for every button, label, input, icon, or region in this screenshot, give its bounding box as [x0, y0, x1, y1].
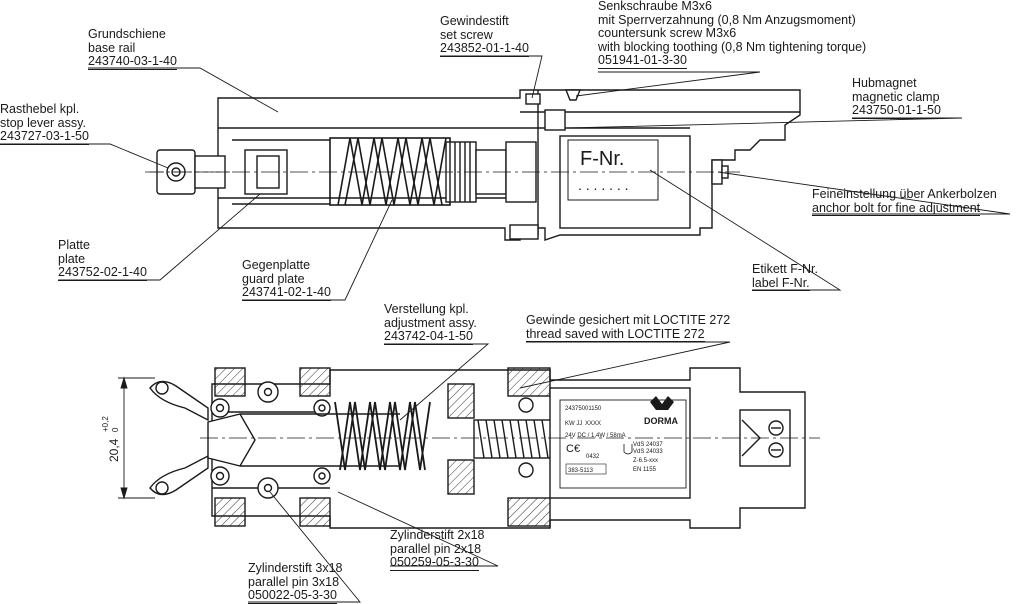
- magnet-z-code: Z-6.5-xxx: [633, 458, 658, 464]
- countersunk-pn: 051941-01-3-30: [598, 53, 687, 69]
- stop-lever-pn: 243727-03-1-50: [0, 129, 89, 145]
- magnet-code: 383-5113: [568, 468, 594, 474]
- label-fnr: Etikett F-Nr. label F-Nr.: [752, 262, 818, 291]
- magnet-vds1: VdS 24037: [633, 442, 663, 448]
- guard-plate-en: guard plate: [242, 271, 305, 286]
- countersunk-l2: mit Sperrverzahnung (0,8 Nm Anzugsmoment…: [598, 12, 856, 27]
- latch-arms: [149, 380, 209, 496]
- guard-plate-pn: 243741-02-1-40: [242, 285, 331, 301]
- label-stop-lever: Rasthebel kpl. stop lever assy. 243727-0…: [0, 102, 89, 145]
- magnetic-clamp-de: Hubmagnet: [852, 76, 917, 90]
- magnet-kw: KW JJ: [565, 421, 582, 427]
- magnet-label-frame: [559, 399, 687, 489]
- pin-2x18-en: parallel pin 2x18: [390, 541, 482, 556]
- magnetic-clamp-pn: 243750-01-1-50: [852, 103, 941, 119]
- magnet-serial: 24375001150: [565, 406, 602, 412]
- spring: [329, 137, 451, 206]
- pin-2x18-de: Zylinderstift 2x18: [390, 528, 485, 542]
- dimension-line: [118, 376, 155, 500]
- pin-3x18-en: parallel pin 3x18: [248, 574, 340, 589]
- stop-lever-de: Rasthebel kpl.: [0, 102, 80, 116]
- magnet-en: EN 1155: [633, 467, 657, 473]
- label-fnr-en: label F-Nr.: [752, 275, 810, 291]
- base-rail-de: Grundschiene: [88, 27, 166, 41]
- loctite-en: thread saved with LOCTITE 272: [526, 326, 705, 342]
- fine-adjustment-de: Feineinstellung über Ankerbolzen: [812, 187, 997, 201]
- bottom-view: [118, 367, 820, 529]
- base-rail-pn: 243740-03-1-40: [88, 54, 177, 70]
- magnet-rating: 24V DC / 1,4W / 58mA: [565, 433, 626, 439]
- label-pin-2x18: Zylinderstift 2x18 parallel pin 2x18 050…: [390, 528, 485, 571]
- dimension-text: 20,4 +0,2 0: [101, 416, 121, 462]
- pin-3x18-pn: 050022-05-3-30: [248, 588, 337, 604]
- threaded-rod: [473, 419, 555, 459]
- adjustment-en: adjustment assy.: [384, 315, 477, 330]
- label-set-screw: Gewindestift set screw 243852-01-1-40: [440, 14, 529, 57]
- label-countersunk-screw: Senkschraube M3x6 mit Sperrverzahnung (0…: [598, 0, 866, 69]
- hatched-block-1: [214, 367, 246, 397]
- magnet-xxxx: XXXX: [585, 421, 601, 427]
- countersunk-l1: Senkschraube M3x6: [598, 0, 712, 13]
- fnr-title: F-Nr.: [580, 148, 624, 170]
- label-plate: Platte plate 243752-02-1-40: [58, 238, 147, 281]
- set-screw-de: Gewindestift: [440, 14, 509, 28]
- vds-mark: [623, 444, 633, 455]
- countersunk-screw: [564, 89, 582, 101]
- dim-value: 20,4: [107, 438, 121, 462]
- latch-tongue: [207, 413, 256, 467]
- adjustment-pn: 243742-04-1-50: [384, 329, 473, 345]
- base-rail-body: [217, 89, 801, 241]
- dorma-brand: DORMA: [644, 416, 678, 426]
- dorma-logo: DORMA: [644, 396, 678, 426]
- fnr-dots: . . . . . . .: [578, 177, 629, 193]
- adjustment-nut: [445, 141, 539, 240]
- set-screw-pn: 243852-01-1-40: [440, 41, 529, 57]
- dim-tol-lower: 0: [111, 427, 120, 432]
- plate-en: plate: [58, 251, 86, 266]
- ce-mark: C€: [566, 443, 580, 455]
- countersunk-l4: with blocking toothing (0,8 Nm tightenin…: [598, 39, 867, 54]
- stop-lever-en: stop lever assy.: [0, 115, 86, 130]
- label-pin-3x18: Zylinderstift 3x18 parallel pin 3x18 050…: [248, 561, 343, 604]
- pin-holes: [210, 381, 534, 499]
- dim-tol-upper: +0,2: [101, 416, 110, 432]
- fnr-label-frame: [567, 139, 659, 201]
- adjustment-de: Verstellung kpl.: [384, 302, 469, 316]
- label-fine-adjustment: Feineinstellung über Ankerbolzen anchor …: [812, 187, 997, 216]
- magnet-vds2: VdS 24033: [633, 449, 663, 455]
- label-loctite: Gewinde gesichert mit LOCTITE 272 thread…: [526, 313, 731, 342]
- label-base-rail: Grundschiene base rail 243740-03-1-40: [88, 27, 177, 70]
- magnet-label-text: 24375001150 KW JJ XXXX 24V DC / 1,4W / 5…: [565, 406, 663, 475]
- loctite-de: Gewinde gesichert mit LOCTITE 272: [526, 313, 731, 327]
- pin-3x18-de: Zylinderstift 3x18: [248, 561, 343, 575]
- base-rail-en: base rail: [88, 40, 136, 55]
- label-adjustment: Verstellung kpl. adjustment assy. 243742…: [384, 302, 477, 345]
- plate-de: Platte: [58, 238, 90, 252]
- fine-adjustment-en: anchor bolt for fine adjustment: [812, 200, 981, 216]
- set-screw-en: set screw: [440, 27, 493, 42]
- top-view: [145, 89, 801, 241]
- label-guard-plate: Gegenplatte guard plate 243741-02-1-40: [242, 258, 331, 301]
- pin-2x18-pn: 050259-05-3-30: [390, 555, 479, 571]
- label-magnetic-clamp: Hubmagnet magnetic clamp 243750-01-1-50: [852, 76, 941, 119]
- leader-lines: [0, 55, 1011, 603]
- plate-pn: 243752-02-1-40: [58, 265, 147, 281]
- bottom-spring: [334, 401, 431, 471]
- countersunk-l3: countersunk screw M3x6: [598, 26, 737, 40]
- label-fnr-de: Etikett F-Nr.: [752, 262, 818, 276]
- magnetic-clamp-en: magnetic clamp: [852, 89, 940, 104]
- magnet-ce-no: 0432: [586, 454, 600, 460]
- guard-plate-de: Gegenplatte: [242, 258, 311, 272]
